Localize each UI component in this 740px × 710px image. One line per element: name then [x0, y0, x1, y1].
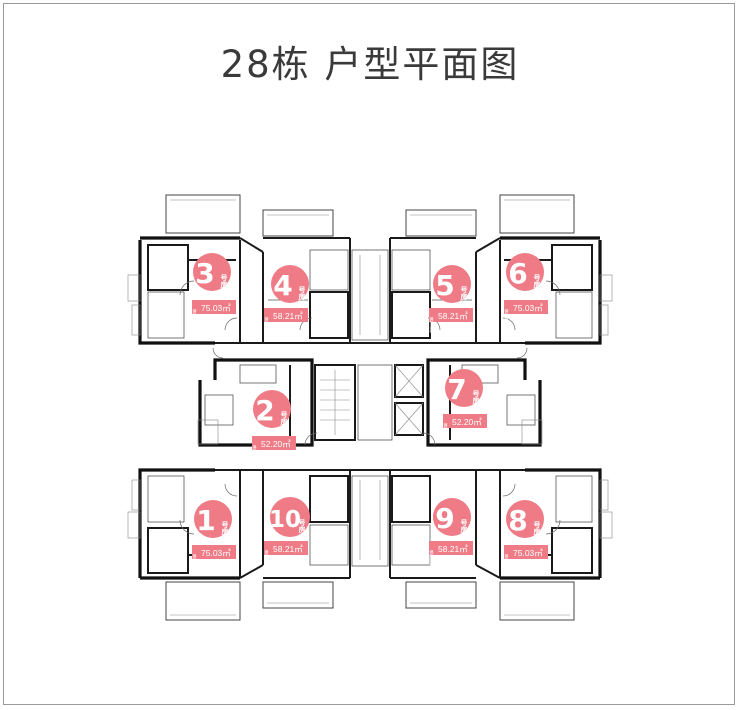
unit-7-label[interactable]: 7 号房 建筑面积 52.20㎡ — [443, 369, 487, 440]
area-tag — [504, 300, 548, 314]
unit-suffix: 号房 — [298, 518, 306, 534]
area-label: 建筑面积 — [265, 316, 270, 334]
unit-2-label[interactable]: 2 号房 建筑面积 52.20㎡ — [252, 390, 296, 462]
unit-suffix: 号房 — [220, 273, 228, 289]
unit-suffix: 号房 — [221, 520, 229, 536]
unit-suffix: 号房 — [280, 410, 288, 426]
area-label: 建筑面积 — [444, 422, 449, 440]
unit-badge — [445, 369, 483, 407]
balcony-unit-3 — [165, 194, 241, 234]
unit-4-label[interactable]: 4 号房 建筑面积 58.21㎡ — [264, 265, 309, 334]
balcony-unit-9 — [405, 581, 477, 609]
unit-number: 4 — [273, 269, 292, 302]
unit-suffix: 号房 — [533, 520, 541, 536]
unit-6-label[interactable]: 6 号房 建筑面积 75.03㎡ — [504, 253, 548, 326]
unit-badge — [506, 500, 544, 538]
area-tag — [429, 541, 473, 555]
unit-badge — [253, 390, 291, 428]
area-value: 75.03㎡ — [201, 548, 231, 558]
area-tag — [252, 436, 296, 450]
area-value: 58.21㎡ — [438, 544, 468, 554]
area-tag — [264, 541, 308, 555]
balcony-unit-1 — [165, 581, 241, 621]
unit-suffix: 号房 — [298, 285, 306, 301]
unit-badge — [433, 498, 471, 536]
page-frame — [3, 3, 735, 705]
unit-suffix: 号房 — [460, 518, 468, 534]
area-label: 建筑面积 — [193, 308, 198, 326]
area-value: 75.03㎡ — [513, 303, 543, 313]
area-label: 建筑面积 — [505, 553, 510, 571]
area-value: 75.03㎡ — [201, 303, 231, 313]
unit-1-label[interactable]: 1 号房 建筑面积 75.03㎡ — [192, 500, 236, 571]
area-tag — [192, 545, 236, 559]
unit-9-label[interactable]: 9 号房 建筑面积 58.21㎡ — [429, 498, 473, 567]
area-label: 建筑面积 — [253, 444, 258, 462]
balcony-unit-6 — [499, 194, 575, 234]
unit-number: 8 — [508, 504, 527, 537]
top-block-walls — [127, 194, 613, 359]
area-value: 58.21㎡ — [273, 311, 303, 321]
balcony-unit-10 — [262, 581, 334, 609]
unit-suffix: 号房 — [472, 389, 480, 405]
unit-badge — [194, 500, 232, 538]
unit-number: 1 — [196, 504, 215, 537]
unit-badge — [506, 253, 544, 291]
unit-number: 5 — [435, 269, 454, 302]
unit-badge — [193, 253, 231, 291]
balcony-unit-4 — [262, 209, 334, 237]
unit-number: 10 — [269, 507, 301, 533]
area-tag — [264, 308, 308, 322]
unit-badge — [271, 265, 309, 303]
unit-5-label[interactable]: 5 号房 建筑面积 58.21㎡ — [429, 265, 473, 334]
area-value: 75.03㎡ — [513, 548, 543, 558]
area-value: 58.21㎡ — [438, 311, 468, 321]
area-tag — [429, 308, 473, 322]
area-value: 58.21㎡ — [273, 544, 303, 554]
area-label: 建筑面积 — [265, 549, 270, 567]
balcony-unit-5 — [405, 209, 477, 237]
area-label: 建筑面积 — [505, 308, 510, 326]
area-tag — [504, 545, 548, 559]
unit-number: 7 — [447, 373, 466, 406]
area-label: 建筑面积 — [193, 553, 198, 571]
unit-number: 6 — [508, 257, 527, 290]
middle-block-walls — [197, 358, 543, 447]
balcony-unit-8 — [499, 581, 575, 621]
unit-number: 3 — [195, 257, 214, 290]
unit-8-label[interactable]: 8 号房 建筑面积 75.03㎡ — [504, 500, 548, 571]
area-label: 建筑面积 — [430, 549, 435, 567]
area-tag — [192, 300, 236, 314]
unit-badge — [270, 497, 310, 537]
area-tag — [443, 414, 487, 428]
area-value: 52.20㎡ — [261, 439, 291, 449]
unit-suffix: 号房 — [460, 285, 468, 301]
unit-number: 9 — [435, 502, 454, 535]
unit-number: 2 — [255, 394, 274, 427]
unit-badge — [433, 265, 471, 303]
unit-10-label[interactable]: 10 号房 建筑面积 58.21㎡ — [264, 497, 310, 567]
unit-3-label[interactable]: 3 号房 建筑面积 75.03㎡ — [192, 253, 236, 326]
unit-suffix: 号房 — [533, 273, 541, 289]
area-value: 52.20㎡ — [452, 417, 482, 427]
page-title: 28栋 户型平面图 — [220, 43, 520, 86]
area-label: 建筑面积 — [430, 316, 435, 334]
